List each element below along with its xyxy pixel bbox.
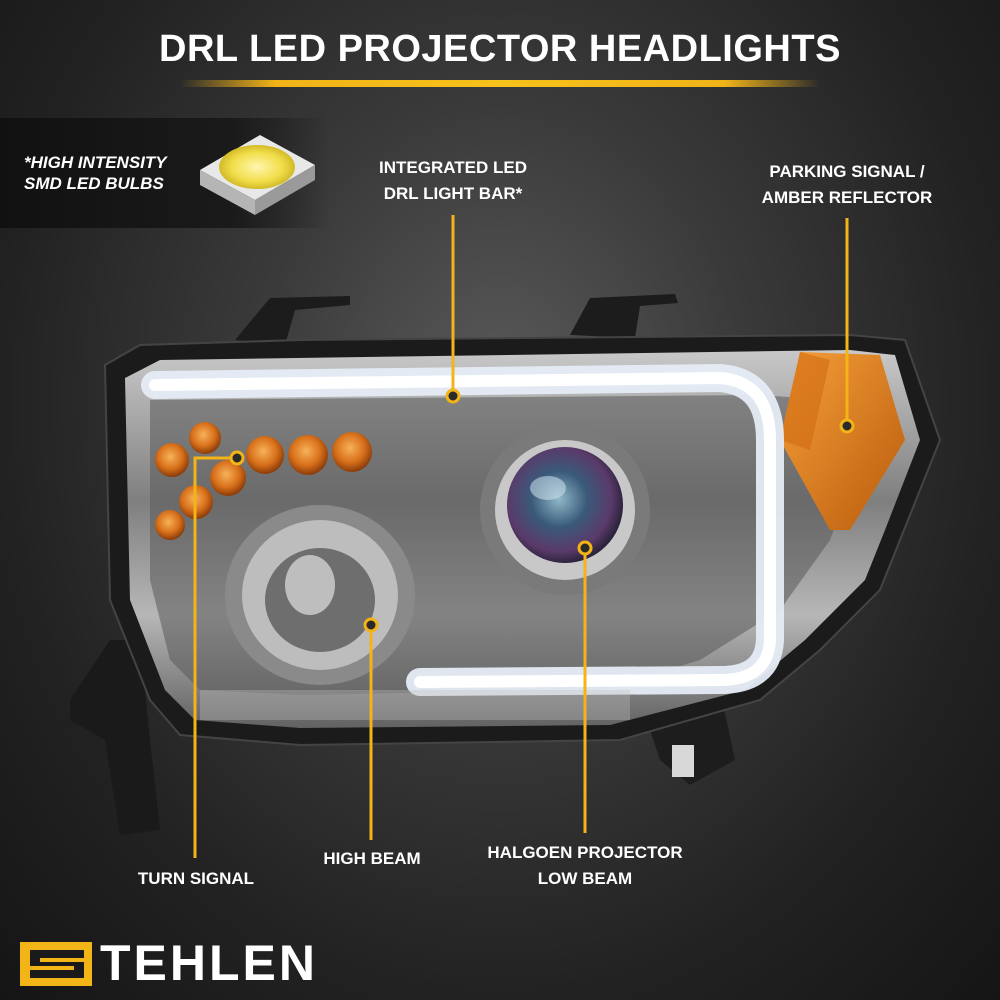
callout-lowbeam-line-1: HALGOEN PROJECTOR — [487, 843, 683, 862]
smd-led-chip-icon — [200, 135, 315, 215]
turn-callout-dot — [229, 450, 245, 466]
callout-drl-light-bar: INTEGRATED LED DRL LIGHT BAR* — [353, 155, 553, 207]
callout-drl-line-2: DRL LIGHT BAR* — [383, 184, 523, 203]
smd-line-2: SMD LED BULBS — [24, 174, 164, 193]
callout-lowbeam-line-2: LOW BEAM — [537, 869, 633, 888]
parking-callout-dot — [839, 418, 855, 434]
callout-turn-signal: TURN SIGNAL — [116, 866, 276, 892]
smd-callout-text: *HIGH INTENSITY SMD LED BULBS — [24, 152, 194, 194]
callout-turn-line-1: TURN SIGNAL — [137, 869, 255, 888]
callout-parking-line-1: PARKING SIGNAL / — [769, 162, 925, 181]
highbeam-callout-dot — [363, 617, 379, 633]
callout-low-beam: HALGOEN PROJECTOR LOW BEAM — [470, 840, 700, 892]
turn-signal-bulbs — [155, 422, 372, 540]
brand-logo-text: TEHLEN — [100, 935, 318, 991]
smd-line-1: *HIGH INTENSITY — [24, 153, 167, 172]
title-underline — [180, 80, 820, 87]
callout-parking-signal: PARKING SIGNAL / AMBER REFLECTOR — [747, 159, 947, 211]
callout-highbeam-line-1: HIGH BEAM — [323, 849, 421, 868]
stehlen-logo-mark-icon — [20, 942, 92, 986]
callout-drl-line-1: INTEGRATED LED — [379, 158, 527, 177]
lowbeam-callout-dot — [577, 540, 593, 556]
page-title: DRL LED PROJECTOR HEADLIGHTS — [159, 28, 841, 70]
drl-callout-dot — [445, 388, 461, 404]
callout-high-beam: HIGH BEAM — [302, 846, 442, 872]
callout-parking-line-2: AMBER REFLECTOR — [761, 188, 933, 207]
